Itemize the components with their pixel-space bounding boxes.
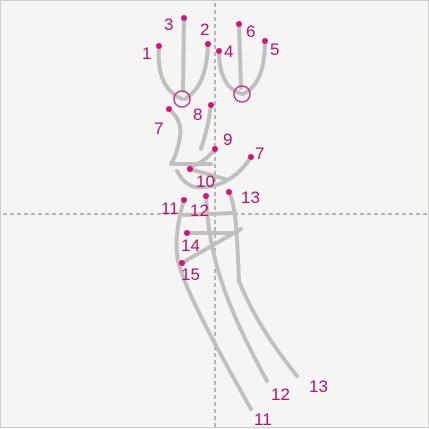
label-7-right: 7 <box>255 144 264 163</box>
label-7-left: 7 <box>154 119 163 138</box>
stroke-4 <box>217 49 244 96</box>
start-point-12 <box>203 193 209 199</box>
stroke-11 <box>174 198 253 411</box>
stroke-numbers: 1 3 2 4 6 5 7 8 9 7 10 11 12 13 14 15 13… <box>142 15 328 429</box>
start-points <box>156 15 268 266</box>
start-point-6 <box>236 21 242 27</box>
stroke-3 <box>181 16 186 93</box>
start-point-3 <box>181 15 187 21</box>
label-1: 1 <box>142 44 151 63</box>
left-antler-circle <box>173 90 191 108</box>
label-3: 3 <box>164 15 173 34</box>
stroke-7-right <box>175 155 253 190</box>
start-point-9 <box>212 146 218 152</box>
stroke-8 <box>199 103 213 151</box>
stroke-9 <box>187 147 217 169</box>
character-strokes <box>156 16 299 411</box>
start-point-14 <box>184 230 190 236</box>
label-9: 9 <box>223 130 232 149</box>
stroke-13 <box>227 190 299 378</box>
label-14: 14 <box>181 236 200 255</box>
stroke-15 <box>180 227 243 265</box>
stroke-2 <box>183 42 210 101</box>
label-4: 4 <box>224 42 233 61</box>
start-point-8 <box>208 102 214 108</box>
start-point-1 <box>156 43 162 49</box>
label-13-top: 13 <box>241 188 260 207</box>
label-15: 15 <box>181 265 200 284</box>
label-11-bottom: 11 <box>254 410 272 429</box>
label-10: 10 <box>196 172 215 191</box>
start-point-4 <box>216 48 222 54</box>
start-point-5 <box>262 38 268 44</box>
start-point-7-right <box>248 154 254 160</box>
label-12-bottom: 12 <box>271 385 290 404</box>
label-2: 2 <box>200 20 209 39</box>
start-point-10 <box>187 166 193 172</box>
stroke-6 <box>237 22 243 90</box>
stroke-7-left <box>167 107 213 166</box>
start-point-13 <box>226 189 232 195</box>
start-point-7-left <box>166 106 172 112</box>
label-12-top: 12 <box>190 201 209 220</box>
label-8: 8 <box>193 105 202 124</box>
label-13-bottom: 13 <box>309 377 328 396</box>
right-antler-circle <box>233 85 251 103</box>
stroke-1 <box>156 44 184 101</box>
label-5: 5 <box>270 40 279 59</box>
label-11-top: 11 <box>161 199 179 218</box>
start-point-11 <box>181 197 187 203</box>
label-6: 6 <box>246 22 255 41</box>
start-point-15 <box>179 260 185 266</box>
stroke-10 <box>188 167 227 181</box>
stroke-5 <box>241 39 267 96</box>
stroke-body-top <box>182 211 237 217</box>
start-point-2 <box>205 41 211 47</box>
